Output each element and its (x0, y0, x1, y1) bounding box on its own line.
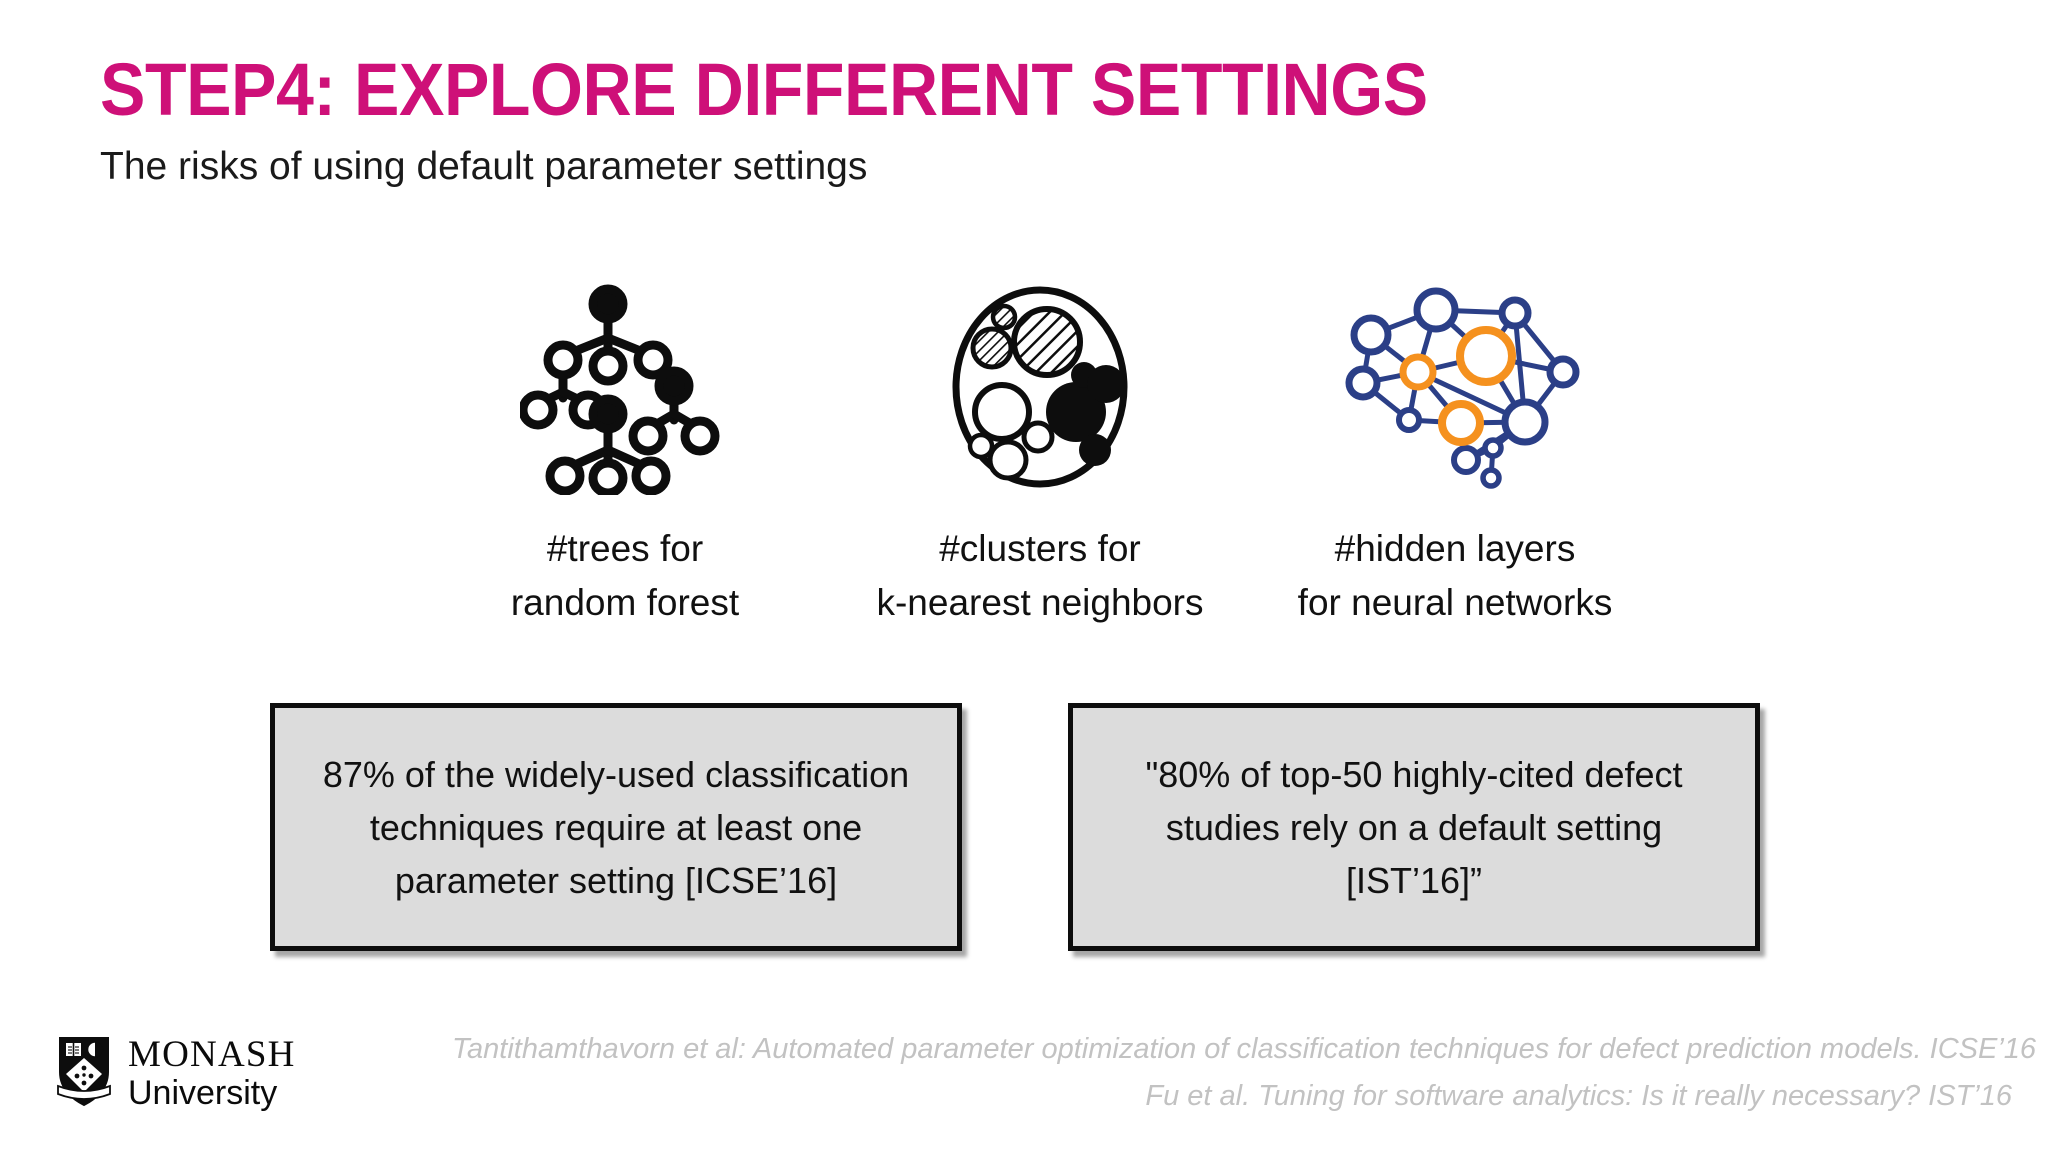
icon-column-knn: #clusters for k-nearest neighbors (845, 275, 1235, 630)
caption-line-2: random forest (510, 582, 740, 623)
monash-sub: University (128, 1073, 278, 1112)
page-subtitle: The risks of using default parameter set… (100, 145, 868, 188)
callout-icse-text: 87% of the widely-used classification te… (322, 753, 910, 901)
callout-ist: "80% of top-50 highly-cited defect studi… (1068, 703, 1760, 951)
caption-line-1: #hidden layers (1334, 528, 1576, 569)
title-block: STEP4: EXPLORE DIFFERENT SETTINGS The ri… (100, 50, 1900, 190)
citation-line-1: Tantithamthavorn et al: Automated parame… (452, 1033, 2037, 1065)
monash-crest-icon (52, 1032, 116, 1113)
decision-tree-icon (520, 275, 730, 500)
icon-caption-random-forest: #trees for random forest (511, 522, 739, 630)
caption-line-1: #clusters for (939, 528, 1141, 569)
icon-row: #trees for random forest (430, 275, 1650, 630)
citation-line-2: Fu et al. Tuning for software analytics:… (1145, 1080, 2012, 1112)
cluster-circles-icon (940, 275, 1140, 500)
caption-line-2: for neural networks (1297, 582, 1613, 623)
neural-network-icon (1323, 275, 1588, 500)
citations: Tantithamthavorn et al: Automated parame… (452, 1026, 2037, 1120)
caption-line-2: k-nearest neighbors (876, 582, 1204, 623)
icon-caption-knn: #clusters for k-nearest neighbors (876, 522, 1203, 630)
monash-name: MONASH (128, 1033, 296, 1075)
footer: MONASH University Tantithamthavorn et al… (0, 1020, 2048, 1140)
icon-column-random-forest: #trees for random forest (430, 275, 820, 630)
callout-ist-text: "80% of top-50 highly-cited defect studi… (1145, 753, 1683, 901)
monash-wordmark: MONASH University (128, 1036, 296, 1110)
page-title: STEP4: EXPLORE DIFFERENT SETTINGS (100, 48, 1428, 131)
monash-logo: MONASH University (52, 1032, 296, 1113)
caption-line-1: #trees for (546, 528, 704, 569)
callout-row: 87% of the widely-used classification te… (270, 703, 1760, 951)
callout-icse: 87% of the widely-used classification te… (270, 703, 962, 951)
icon-column-neural-network: #hidden layers for neural networks (1260, 275, 1650, 630)
icon-caption-neural-network: #hidden layers for neural networks (1298, 522, 1613, 630)
